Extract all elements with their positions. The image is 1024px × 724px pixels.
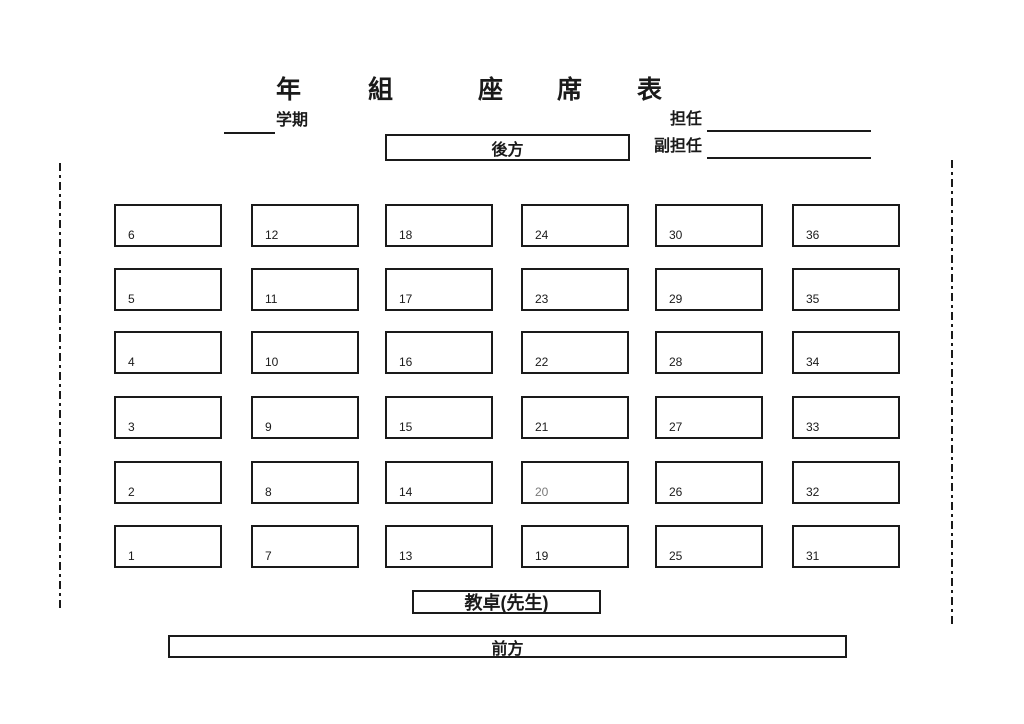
seat-box: 17 bbox=[385, 268, 493, 311]
title-char-hyo: 表 bbox=[637, 76, 663, 104]
seat-number: 29 bbox=[669, 292, 683, 306]
seat-number: 14 bbox=[399, 485, 413, 499]
assistant-teacher-label: 副担任 bbox=[653, 138, 702, 155]
seat-number: 3 bbox=[128, 420, 135, 434]
seat-box: 5 bbox=[114, 268, 222, 311]
semester-blank-line bbox=[224, 132, 275, 134]
seat-number: 23 bbox=[535, 292, 549, 306]
seat-number: 7 bbox=[265, 549, 272, 563]
seat-box: 16 bbox=[385, 331, 493, 374]
seat-number: 2 bbox=[128, 485, 135, 499]
seat-number: 16 bbox=[399, 355, 413, 369]
seat-number: 19 bbox=[535, 549, 549, 563]
seat-number: 5 bbox=[128, 292, 135, 306]
title-char-za: 座 bbox=[478, 76, 504, 104]
seat-number: 24 bbox=[535, 228, 549, 242]
right-fold-line bbox=[951, 160, 953, 628]
seat-box: 14 bbox=[385, 461, 493, 504]
seat-box: 7 bbox=[251, 525, 359, 568]
seat-box: 33 bbox=[792, 396, 900, 439]
homeroom-teacher-label: 担任 bbox=[669, 111, 702, 128]
seat-number: 32 bbox=[806, 485, 820, 499]
seat-box: 35 bbox=[792, 268, 900, 311]
seat-number: 26 bbox=[669, 485, 683, 499]
rear-of-room-box: 後方 bbox=[385, 134, 630, 161]
teacher-desk-label: 教卓(先生) bbox=[464, 593, 549, 613]
seat-number: 25 bbox=[669, 549, 683, 563]
seat-box: 28 bbox=[655, 331, 763, 374]
seat-box: 10 bbox=[251, 331, 359, 374]
seat-box: 24 bbox=[521, 204, 629, 247]
seat-box: 8 bbox=[251, 461, 359, 504]
seat-number: 31 bbox=[806, 549, 820, 563]
title-char-year: 年 bbox=[276, 76, 302, 104]
title-char-class: 組 bbox=[368, 76, 394, 104]
seat-box: 13 bbox=[385, 525, 493, 568]
seat-box: 15 bbox=[385, 396, 493, 439]
seat-box: 4 bbox=[114, 331, 222, 374]
seat-box: 18 bbox=[385, 204, 493, 247]
seat-box: 21 bbox=[521, 396, 629, 439]
seat-box: 22 bbox=[521, 331, 629, 374]
seat-number: 27 bbox=[669, 420, 683, 434]
seat-box: 3 bbox=[114, 396, 222, 439]
seat-number: 22 bbox=[535, 355, 549, 369]
seat-number: 17 bbox=[399, 292, 413, 306]
seat-number: 6 bbox=[128, 228, 135, 242]
seat-number: 33 bbox=[806, 420, 820, 434]
seat-number: 1 bbox=[128, 549, 135, 563]
front-of-room-box: 前方 bbox=[168, 635, 847, 658]
seat-number: 10 bbox=[265, 355, 279, 369]
teacher-desk-box: 教卓(先生) bbox=[412, 590, 601, 614]
seat-number: 15 bbox=[399, 420, 413, 434]
title-char-seki: 席 bbox=[557, 76, 583, 104]
seat-number: 20 bbox=[535, 485, 549, 499]
homeroom-teacher-blank-line bbox=[707, 130, 871, 132]
seat-number: 21 bbox=[535, 420, 549, 434]
seat-box: 26 bbox=[655, 461, 763, 504]
seat-number: 30 bbox=[669, 228, 683, 242]
seat-number: 8 bbox=[265, 485, 272, 499]
seat-box: 29 bbox=[655, 268, 763, 311]
seat-box: 25 bbox=[655, 525, 763, 568]
seat-box: 23 bbox=[521, 268, 629, 311]
seat-number: 35 bbox=[806, 292, 820, 306]
assistant-teacher-blank-line bbox=[707, 157, 871, 159]
semester-label: 学期 bbox=[276, 112, 309, 129]
seat-box: 9 bbox=[251, 396, 359, 439]
rear-of-room-label: 後方 bbox=[491, 141, 524, 159]
seat-box: 2 bbox=[114, 461, 222, 504]
seat-number: 18 bbox=[399, 228, 413, 242]
seat-number: 13 bbox=[399, 549, 413, 563]
seat-number: 36 bbox=[806, 228, 820, 242]
seat-box: 19 bbox=[521, 525, 629, 568]
seat-box: 36 bbox=[792, 204, 900, 247]
seat-box: 31 bbox=[792, 525, 900, 568]
seat-number: 4 bbox=[128, 355, 135, 369]
seat-number: 34 bbox=[806, 355, 820, 369]
seat-box: 30 bbox=[655, 204, 763, 247]
seat-number: 12 bbox=[265, 228, 279, 242]
seat-box: 32 bbox=[792, 461, 900, 504]
seat-box: 11 bbox=[251, 268, 359, 311]
seat-box: 6 bbox=[114, 204, 222, 247]
seat-box: 27 bbox=[655, 396, 763, 439]
seat-box: 1 bbox=[114, 525, 222, 568]
front-of-room-label: 前方 bbox=[491, 640, 524, 658]
seat-box: 20 bbox=[521, 461, 629, 504]
seat-number: 9 bbox=[265, 420, 272, 434]
left-fold-line bbox=[59, 163, 61, 610]
seat-number: 28 bbox=[669, 355, 683, 369]
seat-box: 12 bbox=[251, 204, 359, 247]
seat-number: 11 bbox=[265, 292, 278, 306]
seat-box: 34 bbox=[792, 331, 900, 374]
